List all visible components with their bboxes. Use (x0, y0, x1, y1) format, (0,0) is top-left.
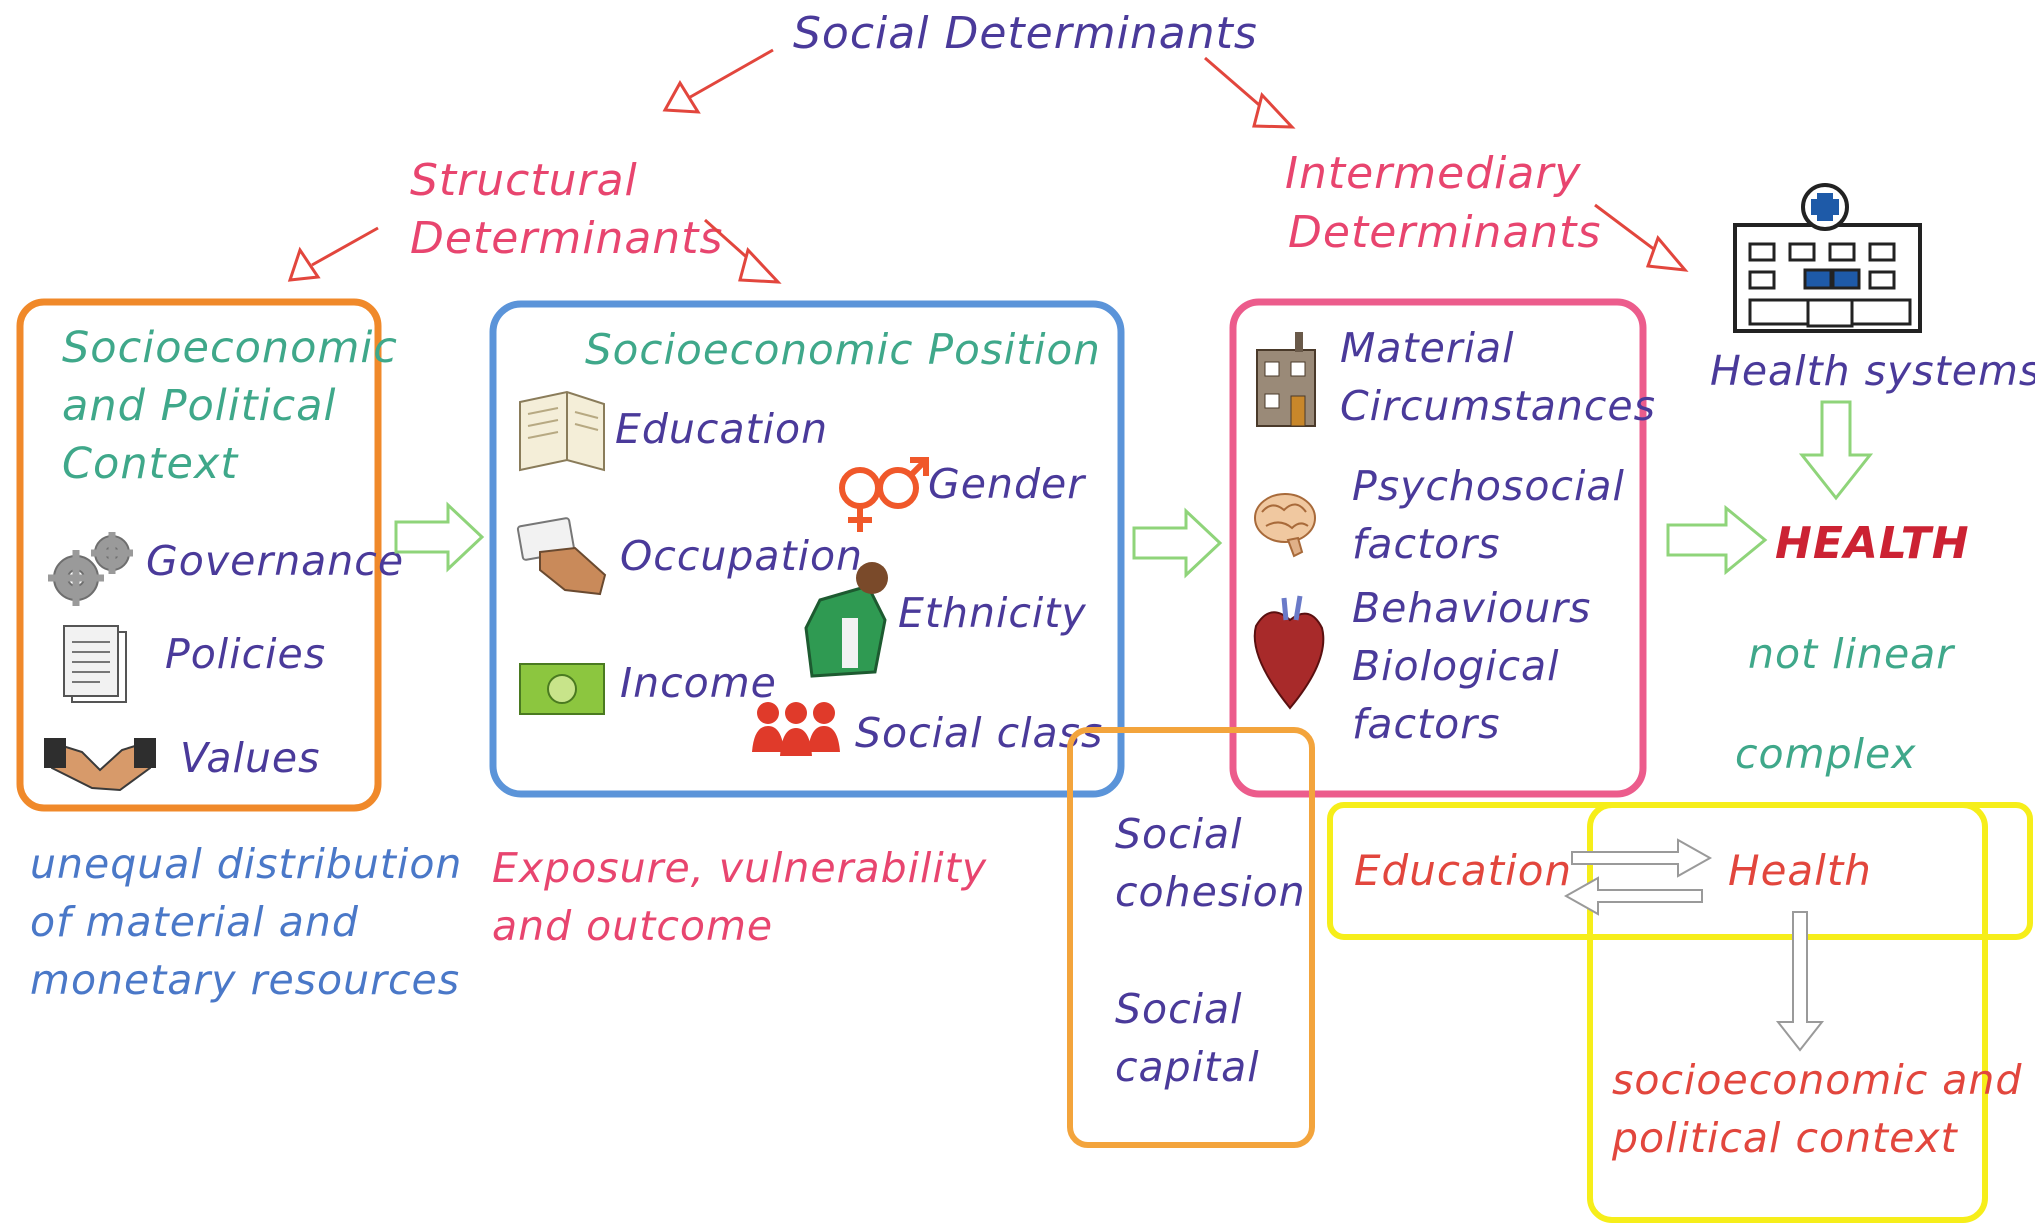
context-title-line1: Socioeconomic (62, 323, 398, 373)
capital-line1: Social (1115, 985, 1243, 1033)
position-title: Socioeconomic Position (585, 325, 1101, 374)
hospital-icon (1733, 183, 1922, 333)
capital-line2: capital (1115, 1043, 1260, 1091)
biological-label-line1: Biological (1352, 642, 1560, 690)
arrow-to-intermediary (1204, 56, 1296, 129)
arrow-context-to-position (394, 501, 485, 573)
intermediary-label-line2: Determinants (1288, 207, 1601, 258)
gears-icon (48, 532, 133, 606)
social-determinants-title: Social Determinants (793, 8, 1258, 59)
structural-label-line2: Determinants (410, 213, 723, 264)
loop-health-label: Health (1728, 846, 1872, 895)
house-icon (1256, 332, 1316, 427)
cohesion-line1: Social (1115, 810, 1243, 858)
governance-label: Governance (146, 537, 404, 585)
arrow-to-health-systems (1594, 203, 1689, 272)
education-label: Education (615, 405, 828, 453)
arrow-health-to-education (1563, 876, 1703, 916)
unequal-line2: of material and (30, 898, 359, 946)
psychosocial-label-line1: Psychosocial (1352, 462, 1625, 510)
health-context-box (1587, 802, 1988, 1223)
arrow-to-context (287, 226, 379, 282)
heart-icon (1253, 595, 1325, 710)
intermediary-label-line1: Intermediary (1285, 148, 1581, 199)
income-label: Income (620, 659, 777, 707)
not-linear-label: not linear (1748, 630, 1955, 678)
arrow-health-systems-to-health (1798, 400, 1874, 501)
social-capital-box (1067, 727, 1315, 1148)
arrow-to-structural (662, 48, 774, 114)
health-label: HEALTH (1775, 518, 1970, 569)
cohesion-line2: cohesion (1115, 868, 1306, 916)
position-box (489, 300, 1125, 798)
exposure-line1: Exposure, vulnerability (492, 844, 987, 892)
material-label-line2: Circumstances (1340, 382, 1656, 430)
loop-context-line1: socioeconomic and (1612, 1056, 2022, 1104)
psychosocial-label-line2: factors (1352, 520, 1500, 568)
behaviours-label: Behaviours (1352, 584, 1591, 632)
intermediary-box (1229, 298, 1647, 798)
exposure-line2: and outcome (492, 902, 773, 950)
material-label-line1: Material (1340, 324, 1515, 372)
unequal-line3: monetary resources (30, 956, 460, 1004)
arrow-health-to-context (1775, 911, 1825, 1052)
values-label: Values (180, 734, 321, 782)
gender-icon (839, 457, 929, 532)
arrow-education-to-health (1571, 838, 1713, 878)
group-people-icon (752, 702, 840, 756)
occupation-label: Occupation (620, 532, 863, 580)
arrow-position-to-intermediary (1132, 507, 1223, 579)
loop-context-line2: political context (1611, 1114, 1959, 1162)
person-icon (804, 562, 888, 678)
brain-icon (1254, 493, 1316, 558)
unequal-line1: unequal distribution (30, 840, 462, 888)
health-systems-label: Health systems (1710, 347, 2035, 395)
gender-label: Gender (928, 460, 1086, 508)
structural-label-line1: Structural (410, 155, 638, 206)
complex-label: complex (1735, 730, 1916, 778)
policies-label: Policies (165, 630, 326, 678)
arrow-intermediary-to-health (1666, 504, 1768, 576)
context-title-line3: Context (62, 439, 239, 489)
handshake-icon (44, 738, 156, 792)
card-in-hand-icon (516, 517, 607, 596)
banknote-icon (519, 663, 605, 715)
social-class-label: Social class (855, 709, 1103, 757)
book-icon (519, 390, 605, 472)
document-icon (63, 625, 127, 703)
arrow-to-position (704, 218, 782, 284)
context-box (16, 298, 382, 812)
loop-education-label: Education (1354, 846, 1572, 895)
biological-label-line2: factors (1352, 700, 1500, 748)
ethnicity-label: Ethnicity (898, 589, 1087, 637)
context-title-line2: and Political (62, 381, 336, 431)
